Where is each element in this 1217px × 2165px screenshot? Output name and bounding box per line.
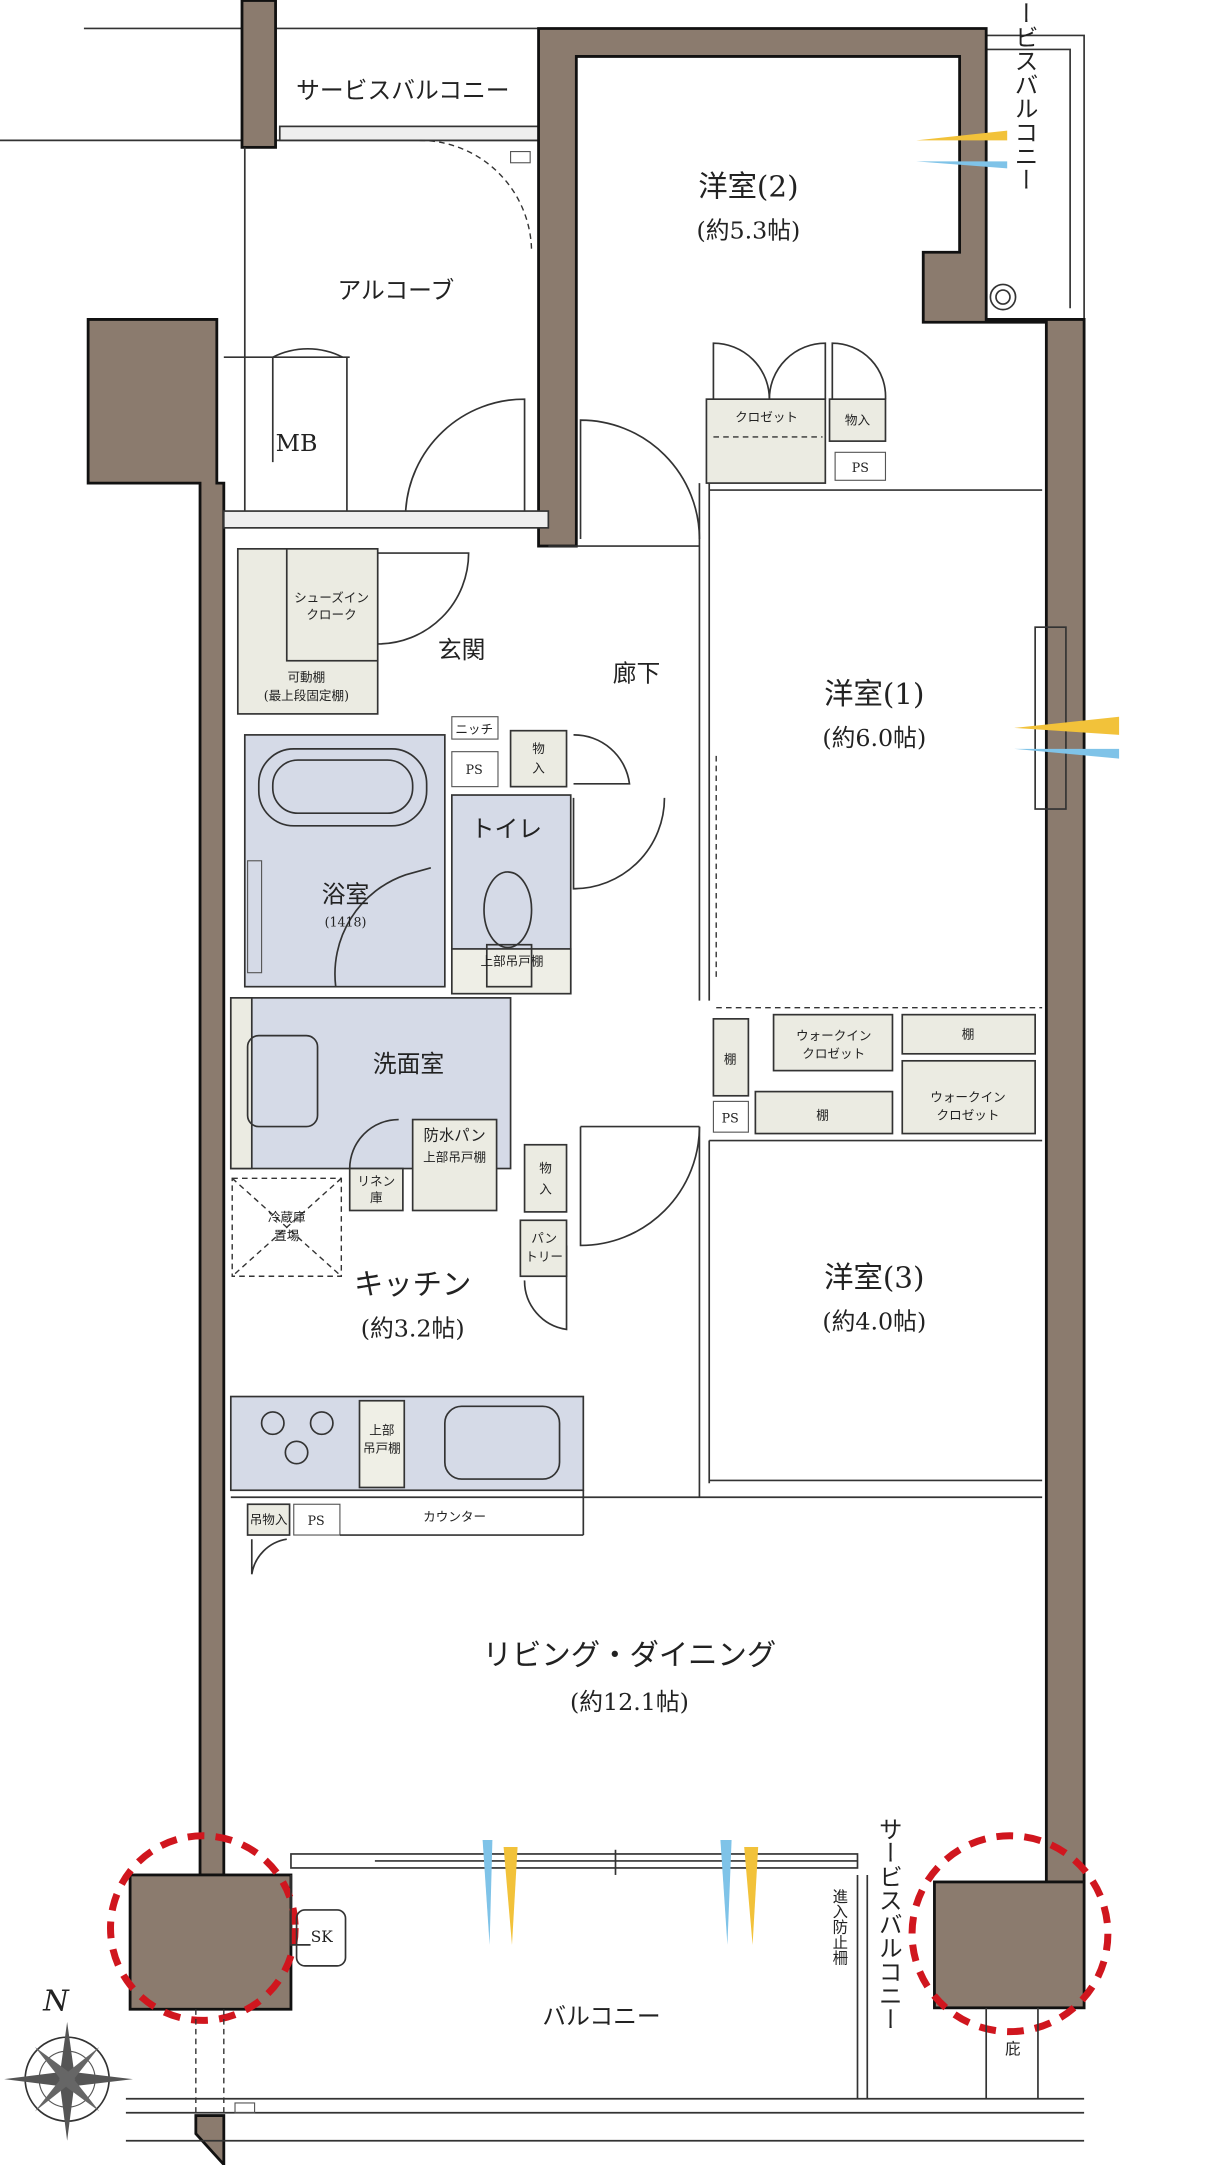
wall-column-top-left [240,0,277,149]
label-hallway: 廊下 [613,660,661,688]
gas-burner-icon [260,1411,334,1465]
label-shelf-1: 可動棚 [287,670,325,685]
label-ps4: PS [722,1110,739,1125]
label-counter: カウンター [423,1509,486,1524]
highlight-circle-left [107,1832,299,2024]
label-shelf-c: 棚 [962,1026,975,1041]
label-washroom: 洗面室 [373,1050,444,1078]
kitchen-counter [229,1395,585,1536]
label-wic1a: ウォークイン [796,1028,871,1043]
label-western2-size: (約5.3帖) [696,216,800,244]
label-pantry-1: パン [531,1231,557,1246]
label-niche: ニッチ [455,721,493,736]
service-balcony-top-area [0,27,540,253]
label-western3-size: (約4.0帖) [822,1307,926,1335]
label-shoe-closet-1: シューズイン [294,590,369,605]
label-upper-cabinet-wash: 上部吊戸棚 [423,1150,486,1165]
column-bottom-right [933,1880,1086,2010]
wall-western2 [537,27,1086,1884]
label-wic2a: ウォークイン [930,1089,1005,1104]
label-linen-1: リネン [357,1173,395,1188]
label-upper-cabinet-k2: 吊戸棚 [363,1440,401,1455]
label-upper-cabinet-k1: 上部 [369,1422,394,1437]
drain-icon [989,283,1017,311]
label-waterproof-pan: 防水パン [423,1127,485,1145]
label-mb: MB [276,429,318,457]
label-kitchen: キッチン [354,1267,471,1301]
label-service-balcony-right: サービスバルコニー [1010,0,1038,191]
label-storage2b: 入 [532,761,545,776]
column-bottom-left [128,1873,293,2011]
label-western2: 洋室(2) [698,169,798,203]
label-storage3b: 入 [539,1182,552,1197]
label-western1: 洋室(1) [824,677,924,711]
kitchen-storage [231,1143,568,1278]
niche-ps [451,716,568,788]
label-kitchen-size: (約3.2帖) [361,1314,465,1342]
label-ld: リビング・ダイニング [483,1638,777,1672]
label-bath-size: (1418) [325,915,367,930]
label-fence: 進入防止柵 [830,1888,848,1966]
label-pantry-2: トリー [525,1249,563,1264]
label-ld-size: (約12.1帖) [570,1688,689,1716]
label-service-balcony-bottom: サービスバルコニー [874,1817,902,2031]
label-linen-2: 庫 [370,1190,383,1205]
label-ps3: PS [308,1513,325,1528]
label-ps1: PS [852,460,869,475]
label-north: N [42,1984,70,2018]
label-shoe-closet-2: クローク [306,607,356,622]
bathtub-icon [257,748,428,827]
shoe-closet [236,547,379,715]
wall-top-left-block [86,318,226,1877]
walk-in-closets [712,1006,1043,1135]
label-fridge-1: 冷蔵庫 [268,1210,306,1225]
label-wic2b: クロゼット [937,1108,1000,1123]
label-storage2a: 物 [532,741,545,756]
highlight-circle-right [908,1832,1112,2036]
label-shelf-a: 棚 [724,1052,737,1067]
label-shelf-2: (最上段固定棚) [264,688,349,703]
label-balcony: バルコニー [542,2003,660,2031]
toilet-room [450,794,572,995]
bathroom [243,734,446,988]
label-ps2: PS [466,762,483,777]
wind-flow-icon [482,130,1120,1945]
label-sk: SK [311,1928,334,1946]
label-storage3a: 物 [539,1161,552,1176]
toilet-icon [483,871,533,949]
sink-icon [443,1405,561,1480]
label-hanging-storage: 吊物入 [250,1512,288,1527]
label-fridge-2: 置場 [274,1228,300,1243]
label-toilet: トイレ [471,815,542,843]
compass-rose-icon [4,2021,133,2141]
label-western1-size: (約6.0帖) [822,724,926,752]
washroom [229,997,512,1212]
windows-balcony [125,626,1085,2142]
label-eaves: 庇 [1005,2040,1020,2058]
label-wic1b: クロゼット [802,1046,865,1061]
label-storage1: 物入 [845,412,871,427]
label-closet: クロゼット [735,410,798,425]
label-service-balcony-top: サービスバルコニー [296,76,509,104]
label-entrance: 玄関 [438,636,486,664]
label-bath: 浴室 [322,881,370,909]
partitions [222,147,1043,1575]
label-western3: 洋室(3) [824,1260,924,1294]
closet-western2 [705,398,887,484]
label-upper-cabinet-toilet: 上部吊戸棚 [481,954,544,969]
label-alcove: アルコーブ [338,276,455,304]
label-shelf-b: 棚 [816,1108,829,1123]
